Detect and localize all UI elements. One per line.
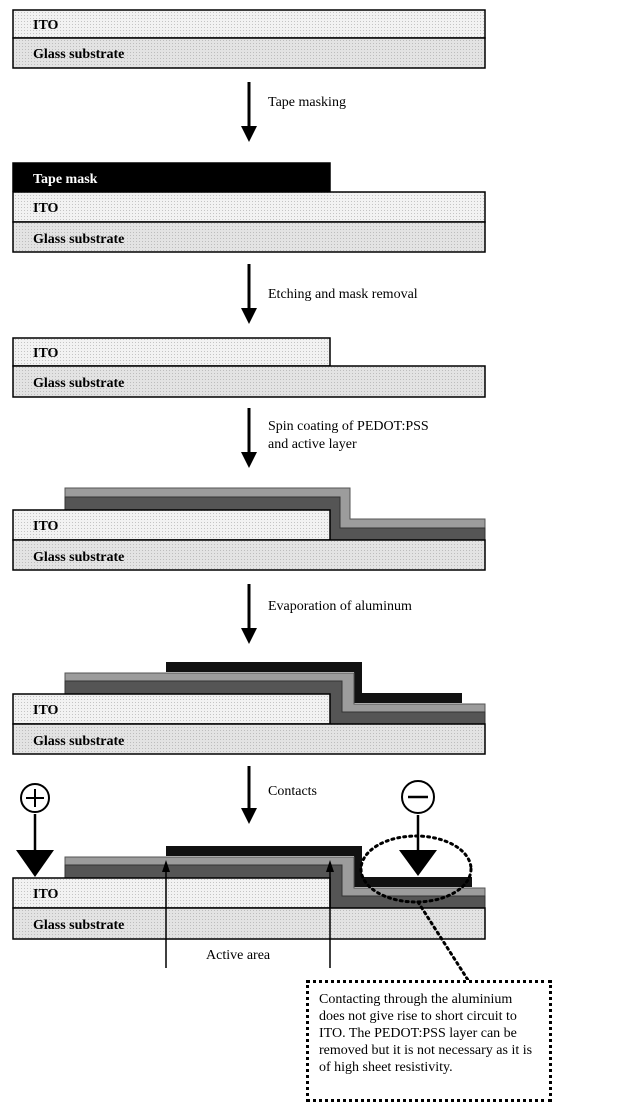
glass-substrate-label: Glass substrate [33,734,124,749]
ito-layer [12,9,486,39]
glass-substrate-layer [12,723,486,755]
ito-label: ITO [33,18,59,33]
positive-contact-arrow-head [16,850,54,877]
glass-substrate-label: Glass substrate [33,47,124,62]
ito-layer [12,337,331,367]
stage-4: ITO Glass substrate [12,487,486,571]
step-label: Etching and mask removal [268,287,418,302]
tape-mask-label: Tape mask [33,172,98,187]
negative-contact [399,780,437,876]
negative-contact-arrow-head [399,850,437,876]
step-label: Spin coating of PEDOT:PSS [268,419,429,434]
step-label: Evaporation of aluminum [268,599,412,614]
aluminum-layer [166,846,472,887]
step-4: Evaporation of aluminum [241,584,412,644]
ito-label: ITO [33,519,59,534]
glass-substrate-label: Glass substrate [33,232,124,247]
ito-label: ITO [33,201,59,216]
ito-layer [12,693,331,725]
stage-5: ITO Glass substrate [12,662,486,755]
ito-layer [12,509,331,541]
stage-1: ITO Glass substrate [12,9,486,69]
ito-layer [12,877,331,909]
note-leader-line [416,900,470,982]
step-arrow-head [241,126,257,142]
stage-2: Tape mask ITO Glass substrate [12,162,486,253]
glass-substrate-layer [12,37,486,69]
step-1: Tape masking [241,82,346,142]
step-arrow-head [241,628,257,644]
stage-3: ITO Glass substrate [12,337,486,398]
step-3: Spin coating of PEDOT:PSS and active lay… [241,408,429,468]
active-area-label: Active area [206,948,271,963]
glass-substrate-label: Glass substrate [33,550,124,565]
step-label-line2: and active layer [268,437,357,452]
glass-substrate-layer [12,221,486,253]
explanatory-note-text: Contacting through the aluminium does no… [319,992,533,1075]
ito-label: ITO [33,887,59,902]
tape-mask-layer [12,162,331,192]
step-2: Etching and mask removal [241,264,418,324]
ito-layer [12,191,486,223]
step-label: Contacts [268,784,317,799]
step-arrow-head [241,308,257,324]
aluminum-layer [166,662,462,703]
step-arrow-head [241,452,257,468]
step-5: Contacts [241,766,317,824]
explanatory-note-box: Contacting through the aluminium does no… [306,980,552,1102]
contact-region-highlight [359,834,473,904]
active-area-markers: Active area [162,860,334,968]
stage-6: ITO Glass substrate Active ar [12,780,486,982]
ito-label: ITO [33,346,59,361]
step-arrow-head [241,808,257,824]
step-label: Tape masking [268,95,346,110]
glass-substrate-label: Glass substrate [33,376,124,391]
ito-label: ITO [33,703,59,718]
glass-substrate-layer [12,907,486,940]
glass-substrate-layer [12,539,486,571]
glass-substrate-layer [12,365,486,398]
glass-substrate-label: Glass substrate [33,918,124,933]
positive-contact [16,783,54,877]
